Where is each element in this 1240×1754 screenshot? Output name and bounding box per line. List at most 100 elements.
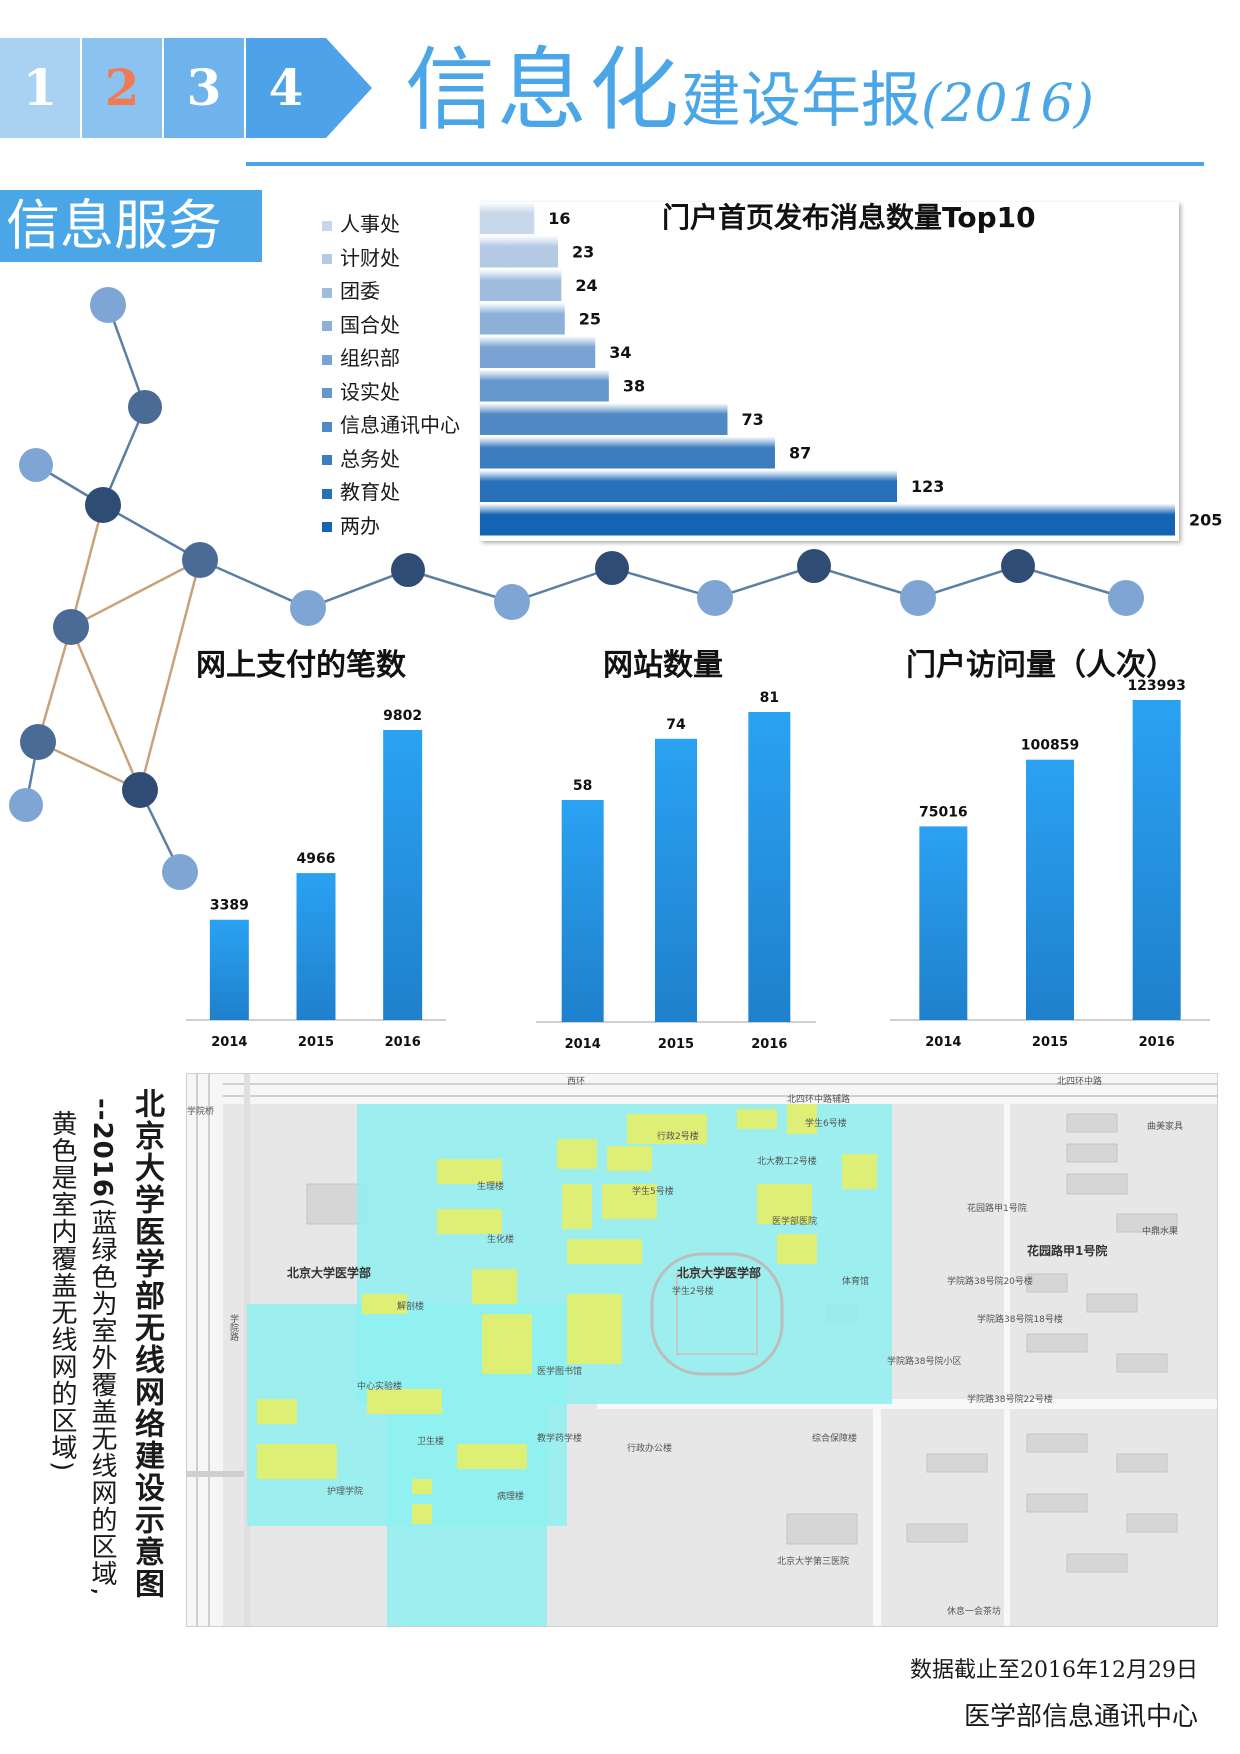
bar-value-label: 3389: [210, 898, 249, 914]
top10-bar: [480, 336, 596, 368]
map-label: 学院路38号院小区: [887, 1357, 962, 1367]
map-poi-label: 卫生楼: [417, 1437, 445, 1447]
top10-category: 教育处: [322, 476, 400, 504]
legend-square-icon: [322, 421, 332, 432]
top10-category-label: 信息通讯中心: [340, 413, 460, 437]
map-subtitle-year: --2016: [87, 1098, 117, 1198]
x-tick-label: 2016: [385, 1035, 421, 1050]
map-poi-label: 医学部医院: [772, 1217, 818, 1227]
legend-square-icon: [322, 522, 332, 532]
legend-square-icon: [322, 254, 332, 264]
map-poi-label: 学生2号楼: [672, 1287, 714, 1297]
map-poi-label: 学院路38号院22号楼: [967, 1395, 1053, 1405]
arrow-right-icon: [326, 38, 372, 138]
top10-value-label: 24: [575, 276, 597, 295]
map-poi-label: 行政2号楼: [657, 1132, 699, 1142]
top10-bar: [480, 269, 562, 301]
map-place-label: 花园路甲1号院: [1027, 1244, 1108, 1258]
title-main: 信息化: [405, 38, 681, 143]
map-poi-label: 护理学院: [327, 1487, 364, 1497]
molecule-nodes: [9, 287, 1144, 890]
top10-bar: [480, 470, 897, 502]
campus-wifi-map[interactable]: 西环 北四环中路辅路 北四环中路 学院桥 学院路 北京大学医学部 北京大学医学部…: [186, 1073, 1218, 1627]
year-bar: [209, 919, 249, 1020]
x-tick-label: 2015: [658, 1037, 694, 1052]
legend-square-icon: [322, 388, 332, 398]
map-label: 北四环中路辅路: [787, 1095, 851, 1105]
x-tick-label: 2014: [565, 1037, 601, 1052]
top10-bar: [480, 403, 728, 435]
x-tick-label: 2016: [751, 1037, 787, 1052]
year-bar: [383, 730, 423, 1020]
map-base: [187, 1074, 1217, 1626]
map-label: 学院桥: [187, 1107, 215, 1117]
legend-square-icon: [322, 455, 332, 465]
map-poi-label: 学生6号楼: [805, 1119, 847, 1129]
title-divider: [246, 162, 1204, 166]
map-place-label: 北京大学医学部: [677, 1266, 762, 1280]
map-poi-label: 中鼎水果: [1142, 1227, 1179, 1237]
step-1[interactable]: 1: [0, 38, 80, 138]
map-poi-label: 休息一会茶坊: [947, 1607, 1002, 1617]
map-note-2: 黄色是室内覆盖无线网的区域): [47, 1110, 77, 1473]
x-tick-label: 2016: [1139, 1035, 1175, 1050]
step-nav: 1 2 3 4: [0, 38, 372, 138]
map-poi-label: 病理楼: [497, 1492, 525, 1502]
map-poi-label: 行政办公楼: [627, 1444, 673, 1454]
year-bar: [1132, 700, 1181, 1020]
legend-square-icon: [322, 354, 332, 365]
map-poi-label: 学院路38号院18号楼: [977, 1315, 1063, 1325]
top10-bar: [480, 436, 775, 469]
top10-category-label: 总务处: [340, 446, 400, 471]
map-poi-label: 体育馆: [842, 1277, 870, 1287]
year-bar: [296, 873, 336, 1020]
top10-bar: [480, 235, 558, 268]
data-cutoff-note: 数据截止至2016年12月29日: [910, 1658, 1198, 1683]
map-note-1: (蓝绿色为室外覆盖无线网的区域,: [87, 1197, 117, 1597]
top10-value-label: 205: [1189, 511, 1222, 530]
footer-org: 医学部信息通讯中心: [963, 1702, 1198, 1732]
step-2-current[interactable]: 2: [82, 38, 162, 138]
map-poi-label: 医学图书馆: [537, 1367, 583, 1377]
top10-value-label: 25: [579, 310, 601, 329]
top10-category-label: 教育处: [340, 480, 400, 504]
top10-value-label: 23: [572, 243, 594, 262]
map-poi-label: 北大教工2号楼: [757, 1157, 817, 1167]
year-bar: [1026, 759, 1074, 1020]
map-poi-label: 学生5号楼: [632, 1187, 674, 1197]
top10-title: 门户首页发布消息数量Top10: [662, 201, 1036, 234]
indoor-coverage-area: [257, 1104, 877, 1524]
x-tick-label: 2015: [1032, 1035, 1068, 1050]
map-poi-label: 教学药学楼: [537, 1434, 583, 1444]
top10-category: 信息通讯中心: [322, 409, 460, 437]
legend-square-icon: [322, 287, 332, 298]
top10-category: 总务处: [322, 443, 400, 471]
top10-bar: [480, 369, 609, 402]
map-poi-label: 生化楼: [487, 1235, 515, 1245]
map-poi-label: 中心实验楼: [357, 1382, 403, 1392]
map-label: 北四环中路: [1057, 1077, 1103, 1087]
step-3[interactable]: 3: [164, 38, 244, 138]
top10-bar: [480, 302, 565, 335]
payments-title: 网上支付的笔数: [196, 648, 406, 683]
molecule-decoration-icon: [9, 287, 1144, 890]
top10-bar: [480, 503, 1175, 536]
section-badge: 信息服务: [0, 190, 262, 262]
top10-category: 国合处: [322, 309, 400, 337]
year-bar: [919, 826, 968, 1020]
x-tick-label: 2014: [211, 1035, 247, 1050]
top10-category-label: 计财处: [340, 245, 400, 270]
bar-value-label: 75016: [919, 804, 968, 820]
top10-category-label: 国合处: [340, 312, 400, 337]
top10-category-label: 组织部: [340, 346, 400, 370]
bar-value-label: 81: [760, 690, 779, 706]
yearly-charts: 3389201449662015980220165820147420158120…: [186, 678, 1210, 1052]
bar-value-label: 58: [573, 778, 592, 794]
map-label: 花园路甲1号院: [967, 1204, 1027, 1214]
map-poi-label: 学院路38号院20号楼: [947, 1277, 1033, 1287]
bar-value-label: 9802: [383, 708, 422, 724]
title-sub: 建设年报: [681, 66, 921, 136]
step-4[interactable]: 4: [246, 38, 326, 138]
top10-category-label: 设实处: [340, 379, 400, 404]
